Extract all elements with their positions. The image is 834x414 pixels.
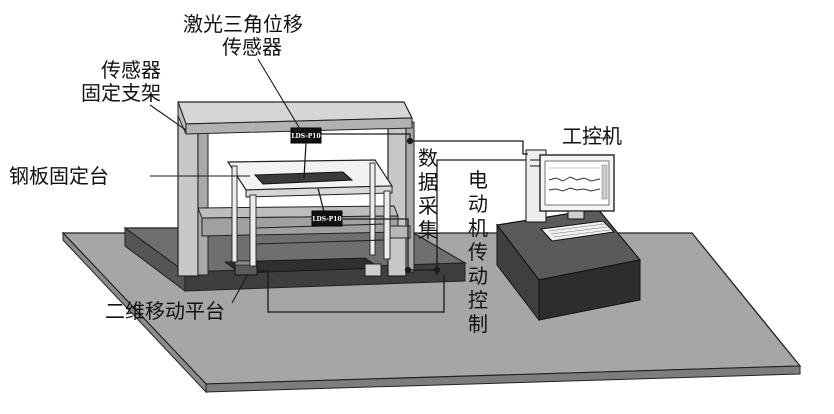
upper-laser-sensor: LDS-P10	[290, 127, 322, 179]
label-sensor-bracket-line1: 传感器	[101, 58, 161, 82]
label-steel-plate-table: 钢板固定台	[9, 164, 109, 188]
wire-motor-to-pc	[436, 159, 526, 275]
label-industrial-pc: 工控机	[562, 124, 622, 148]
label-laser-sensor-line2: 传感器	[222, 35, 282, 59]
label-data-acquisition: 数据采集	[418, 146, 438, 242]
label-sensor-bracket-line2: 固定支架	[81, 81, 161, 105]
sensor-bracket-frame	[177, 101, 415, 277]
wire-lower-sensor	[343, 218, 440, 271]
keyboard	[539, 220, 616, 242]
steel-plate	[253, 171, 354, 185]
laser-beam-upper	[303, 142, 307, 179]
lower-laser-sensor: LDS-P10	[311, 187, 343, 227]
label-motor-drive-control: 电动机传动控制	[468, 168, 488, 336]
monitor-screen	[544, 160, 610, 206]
label-laser-sensor-line1: 激光三角位移	[183, 12, 303, 36]
leader-lines	[149, 58, 612, 304]
waveform-1	[548, 176, 601, 182]
upper-sensor-tag: LDS-P10	[291, 133, 320, 140]
wire-motor-control	[258, 270, 445, 313]
wiring	[258, 133, 528, 313]
label-two-axis-stage: 二维移动平台	[105, 299, 225, 323]
waveform-2	[548, 187, 601, 192]
industrial-computer	[495, 149, 642, 322]
wire-data-acquisition	[410, 140, 528, 155]
lower-sensor-tag: LDS-P10	[312, 216, 341, 223]
laser-beam-lower	[317, 187, 325, 213]
